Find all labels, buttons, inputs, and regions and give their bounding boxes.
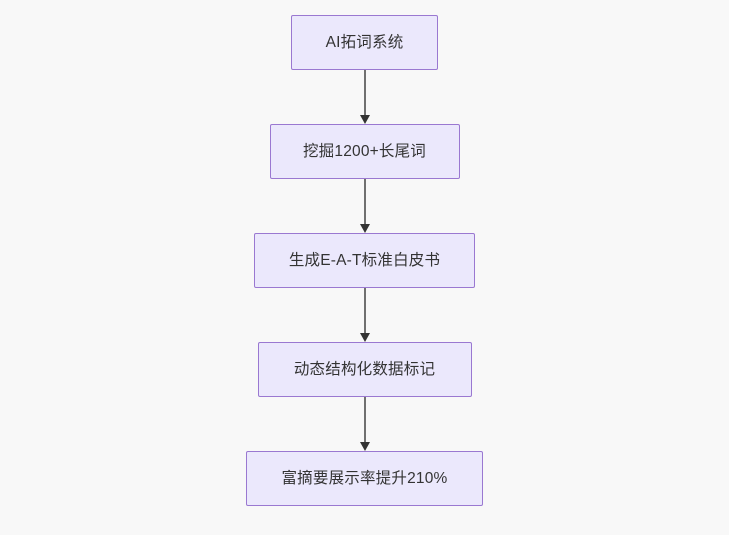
arrow-down-icon	[359, 333, 370, 342]
flow-node-rich-snippet-result[interactable]: 富摘要展示率提升210%	[246, 451, 483, 506]
arrow-down-icon	[359, 442, 370, 451]
flow-node-label: 动态结构化数据标记	[293, 360, 436, 378]
connector-line	[363, 179, 366, 226]
flow-node-longtail-keywords[interactable]: 挖掘1200+长尾词	[269, 124, 460, 179]
flow-connector-3	[358, 288, 372, 342]
connector-line	[363, 288, 366, 335]
flow-node-structured-data-markup[interactable]: 动态结构化数据标记	[257, 342, 472, 397]
flow-connector-1	[358, 70, 372, 124]
arrow-down-icon	[359, 115, 370, 124]
flow-node-eat-whitepaper[interactable]: 生成E-A-T标准白皮书	[254, 233, 475, 288]
flow-connector-2	[358, 179, 372, 233]
flow-connector-4	[358, 397, 372, 451]
flow-node-ai-keyword-system[interactable]: AI拓词系统	[291, 15, 438, 70]
flow-node-label: 挖掘1200+长尾词	[302, 142, 427, 160]
connector-line	[363, 397, 366, 444]
flow-node-label: AI拓词系统	[325, 33, 404, 51]
flow-node-label: 生成E-A-T标准白皮书	[288, 251, 441, 269]
arrow-down-icon	[359, 224, 370, 233]
connector-line	[363, 70, 366, 117]
flow-node-label: 富摘要展示率提升210%	[281, 469, 448, 487]
